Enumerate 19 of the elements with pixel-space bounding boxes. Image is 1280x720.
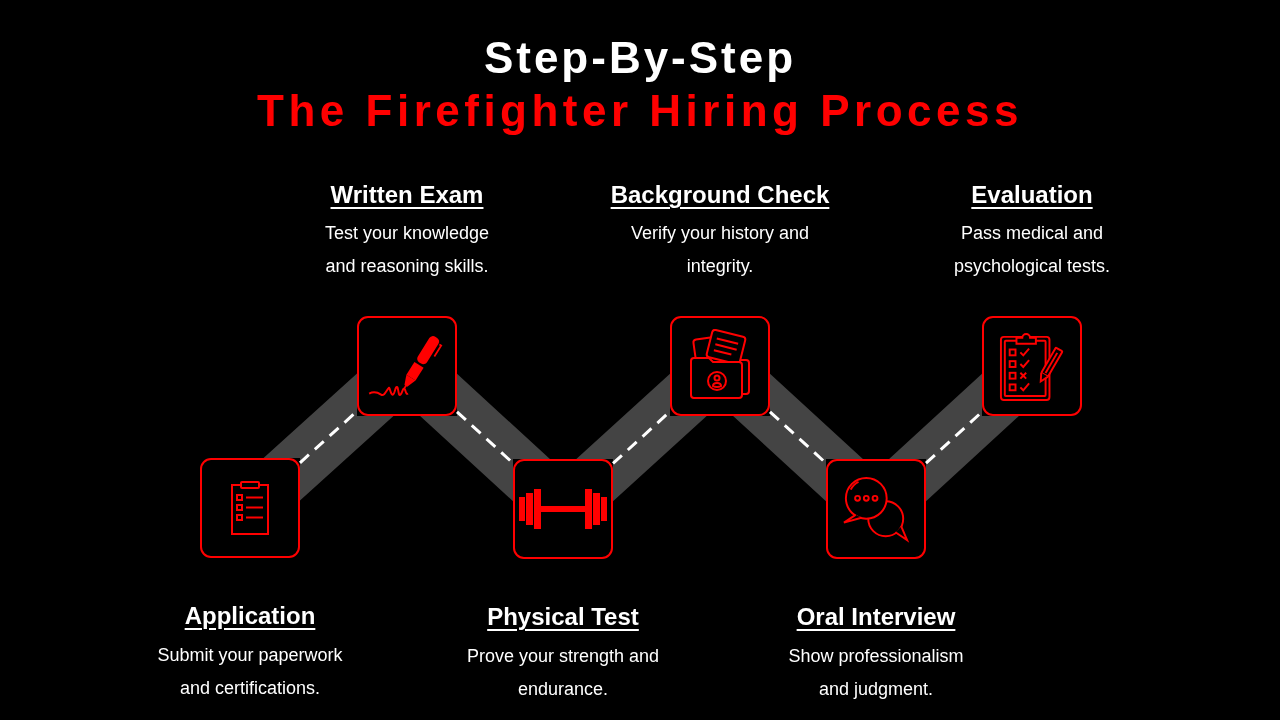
road-connector	[889, 373, 1019, 502]
step-heading: Written Exam	[330, 180, 484, 210]
step-heading: Physical Test	[487, 602, 639, 632]
step-description: Submit your paperwork and certifications.	[156, 644, 344, 700]
diagram-subtitle: The Firefighter Hiring Process	[257, 85, 1023, 137]
step-heading: Evaluation	[971, 180, 1093, 210]
step-heading: Oral Interview	[796, 602, 956, 632]
diagram-title: Step-By-Step	[483, 32, 797, 84]
road-connector	[263, 373, 394, 501]
step-description: Test your knowledge and reasoning skills.	[323, 222, 491, 278]
step-description: Show professionalism and judgment.	[787, 645, 965, 701]
step-description: Verify your history and integrity.	[629, 222, 811, 278]
road-connector	[420, 373, 550, 502]
step-heading: Background Check	[610, 180, 830, 210]
step-description: Pass medical and psychological tests.	[952, 222, 1112, 278]
step-heading: Application	[184, 601, 316, 631]
step-description: Prove your strength and endurance.	[465, 645, 661, 701]
road-connector	[733, 373, 863, 502]
road-connector	[576, 373, 707, 502]
